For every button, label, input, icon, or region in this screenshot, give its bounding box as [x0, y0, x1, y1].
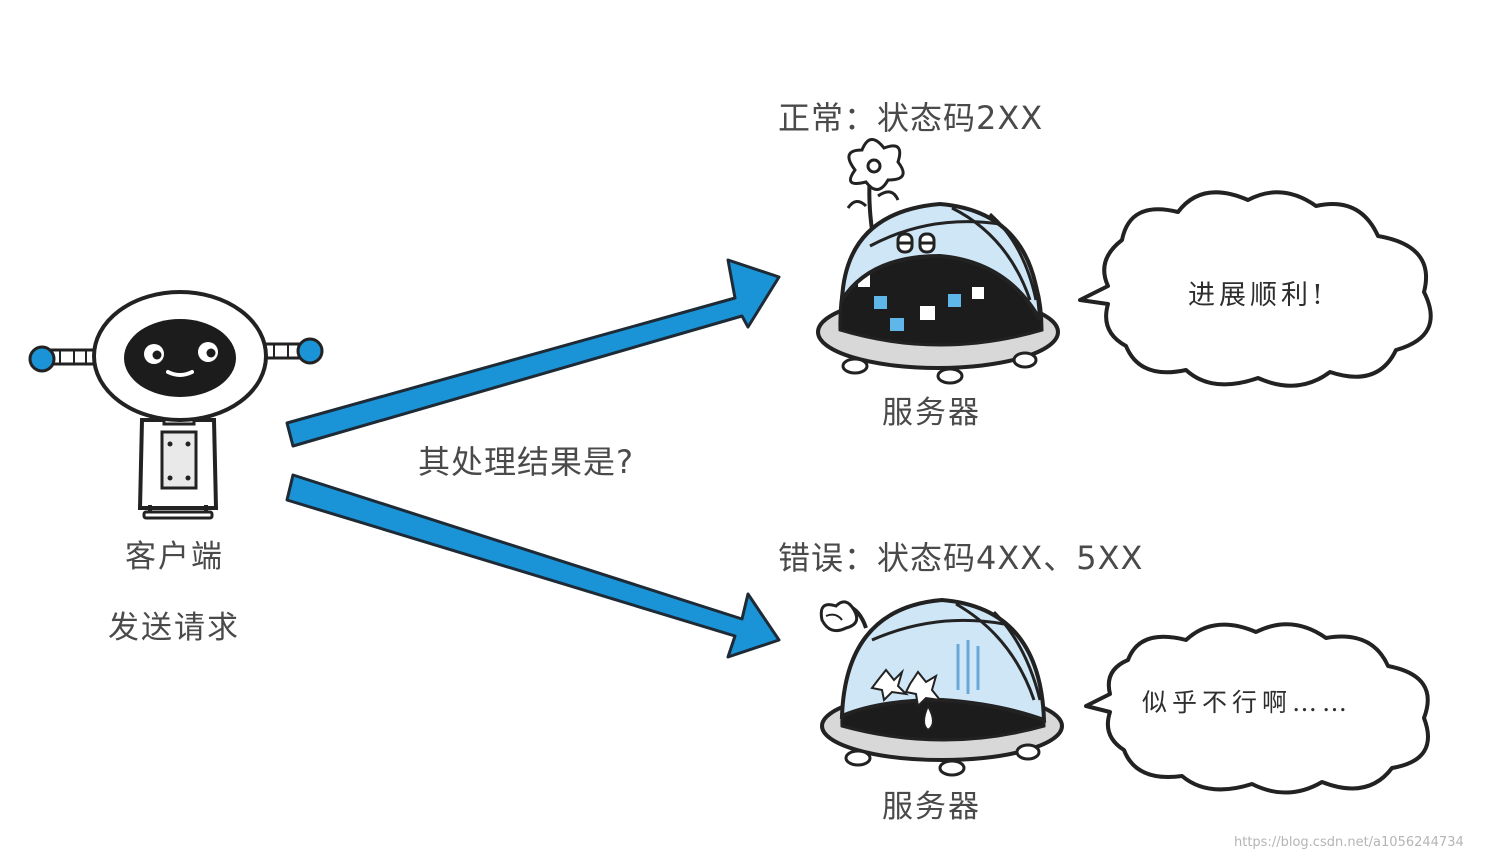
- flower-antenna-icon: [846, 138, 905, 231]
- client-label: 客户端: [125, 539, 224, 575]
- client-robot-body: [137, 418, 219, 520]
- client-robot-head: [92, 290, 268, 422]
- wilted-antenna-icon: [819, 600, 868, 633]
- client-robot-left-arm: [28, 345, 100, 373]
- error-thought-text: 似乎不行啊……: [1142, 688, 1353, 717]
- ok-status-label: 正常：状态码2XX: [778, 99, 1044, 137]
- happy-eyes-icon: [896, 232, 936, 254]
- ok-thought-text: 进展顺利!: [1188, 280, 1327, 311]
- arrow-to-error-server: [285, 473, 781, 659]
- success-thought-bubble: [1078, 190, 1433, 388]
- error-thought-bubble: [1084, 622, 1430, 795]
- arrow-to-success-server: [285, 258, 781, 448]
- server-top-label: 服务器: [882, 395, 981, 431]
- client-robot: [28, 290, 324, 520]
- watermark-text: https://blog.csdn.net/a1056244734: [1234, 835, 1464, 850]
- dizzy-eyes-icon: [870, 668, 943, 732]
- server-bottom-label: 服务器: [882, 789, 981, 825]
- client-robot-right-arm: [260, 337, 324, 365]
- error-server-robot: [819, 597, 1064, 777]
- send-request-label: 发送请求: [108, 610, 240, 646]
- success-server-robot: [816, 138, 1060, 385]
- error-status-label: 错误：状态码4XX、5XX: [778, 539, 1144, 577]
- question-label: 其处理结果是?: [418, 443, 634, 481]
